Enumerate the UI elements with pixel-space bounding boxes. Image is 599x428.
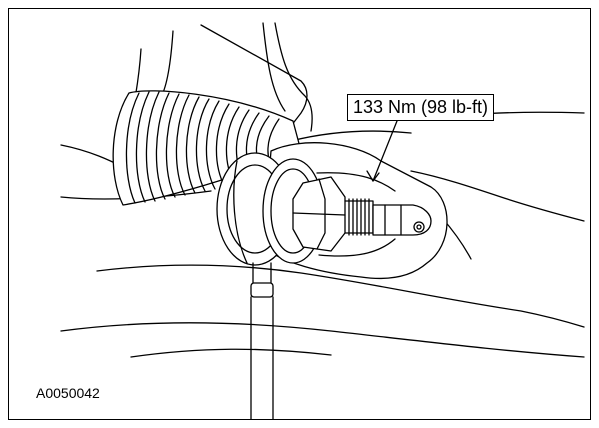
callout-leader [366,120,398,182]
torque-callout: 133 Nm (98 lb-ft) [347,94,495,121]
lower-link-rod [250,262,274,419]
illustration-frame: 133 Nm (98 lb-ft) A0050042 [8,8,591,420]
tie-rod-end-assembly [216,142,448,280]
tie-rod-end-illustration [60,22,585,419]
figure-id: A0050042 [36,385,100,401]
rack-boot [112,90,302,206]
torque-callout-text: 133 Nm (98 lb-ft) [353,97,489,117]
